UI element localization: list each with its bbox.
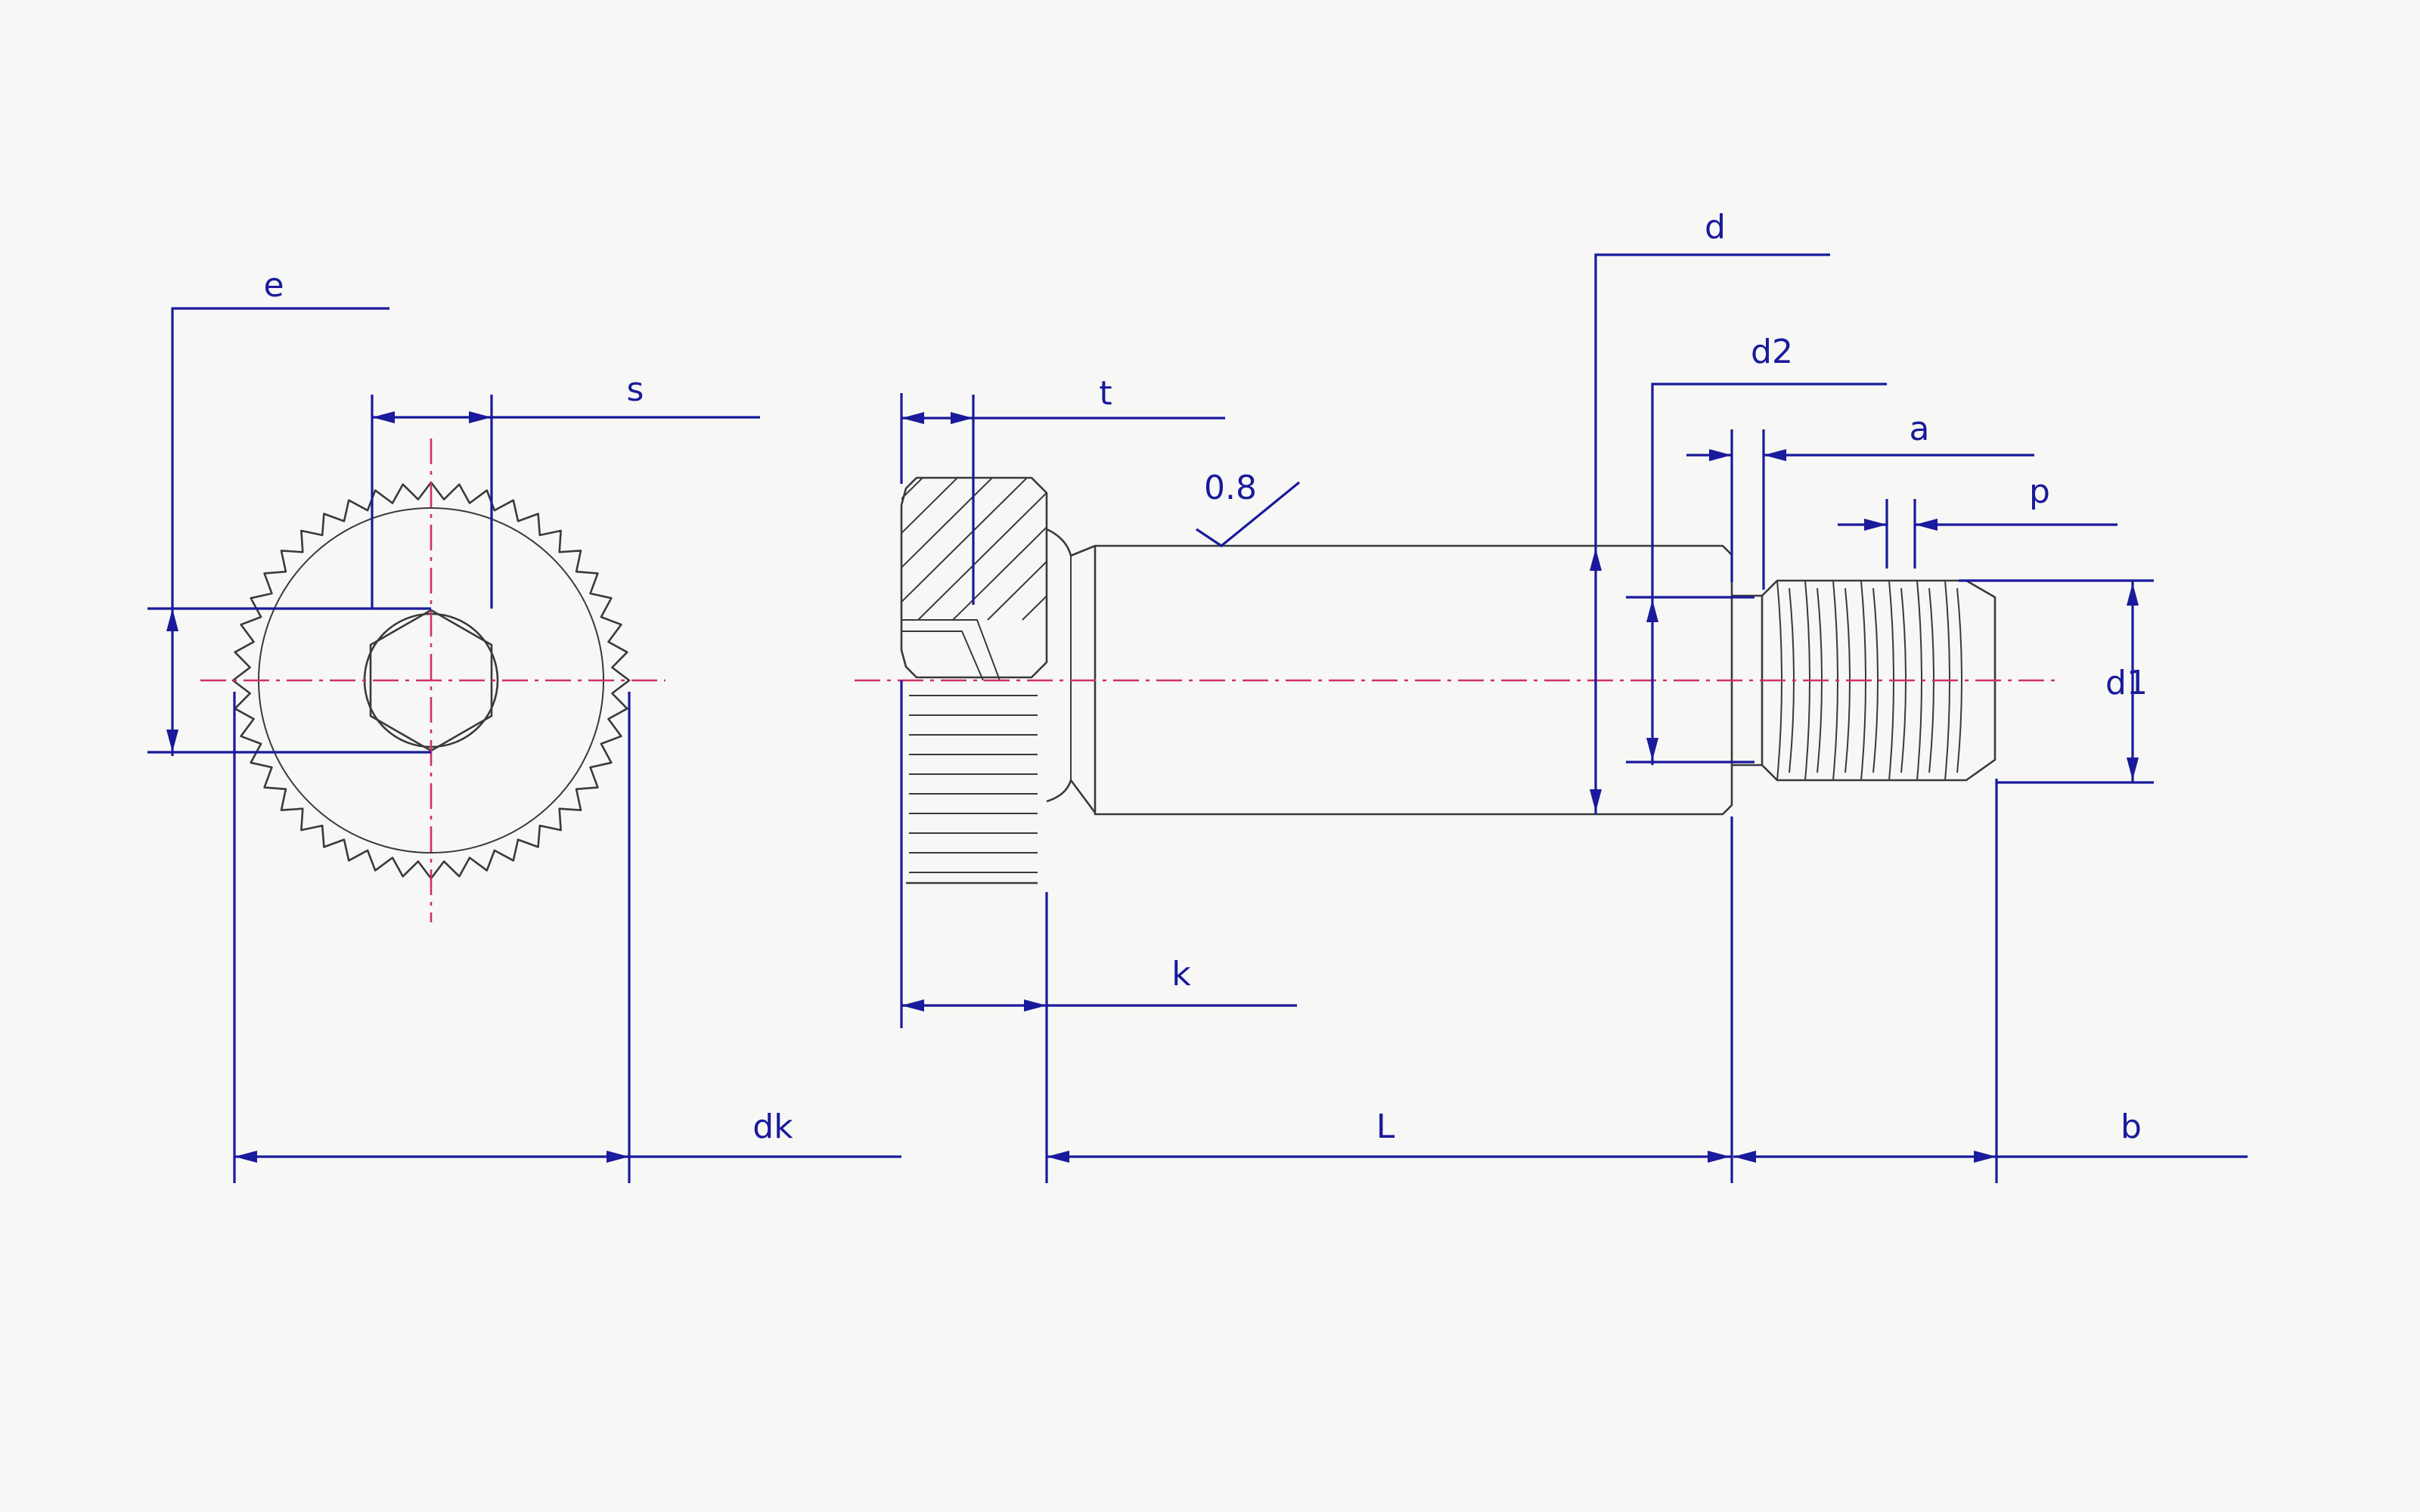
dim-a: a: [1686, 410, 2034, 590]
label-roughness: 0.8: [1204, 469, 1257, 507]
dim-L: L: [1047, 816, 1733, 1183]
label-p: p: [2029, 472, 2050, 511]
dim-k: k: [900, 680, 1297, 1183]
hatch-line: [1057, 478, 1201, 620]
end-view: [200, 438, 666, 922]
dim-s: s: [371, 370, 760, 609]
head-outline: [900, 476, 1048, 679]
hatch-line: [917, 491, 1047, 621]
dim-d2: d2: [1626, 333, 1887, 765]
hatch-line: [709, 478, 853, 620]
thread-root: [1956, 587, 1962, 773]
section-hatching: [675, 478, 1201, 621]
surface-roughness-mark: 0.8: [1196, 469, 1301, 547]
label-b: b: [2121, 1108, 2142, 1146]
hatch-line: [901, 478, 993, 569]
dim-e: e: [147, 266, 431, 756]
label-d2: d2: [1751, 333, 1793, 371]
knurl-ridges: [906, 695, 1038, 885]
hatch-line: [1022, 594, 1047, 621]
label-s: s: [627, 370, 644, 409]
hatch-line: [901, 478, 1028, 603]
label-dk: dk: [752, 1108, 793, 1146]
hatch-line: [675, 478, 818, 620]
label-d1: d1: [2105, 664, 2148, 702]
dim-d: d: [1590, 208, 1830, 814]
head-section-outline: [901, 619, 1001, 681]
dim-d1: d1: [1959, 579, 2154, 784]
thread-crest: [1916, 580, 1922, 781]
dim-b: b: [1733, 779, 2248, 1183]
dim-p: p: [1838, 472, 2118, 569]
hatch-line: [744, 478, 888, 620]
side-view: [675, 476, 2057, 885]
thread-outline: [1761, 579, 1996, 782]
thread-root: [1872, 587, 1879, 773]
label-e: e: [263, 266, 284, 305]
shoulder-body: [1094, 544, 1733, 816]
hatch-line: [952, 525, 1047, 621]
shoulder-neck: [1046, 528, 1097, 813]
label-d: d: [1705, 208, 1726, 246]
label-t: t: [1099, 374, 1112, 413]
hatch-line: [901, 478, 958, 534]
dim-dk: dk: [233, 692, 901, 1183]
label-a: a: [1910, 410, 1930, 448]
dim-t: t: [900, 374, 1225, 605]
label-k: k: [1171, 955, 1191, 993]
label-L: L: [1376, 1108, 1395, 1146]
hatch-line: [987, 560, 1047, 621]
